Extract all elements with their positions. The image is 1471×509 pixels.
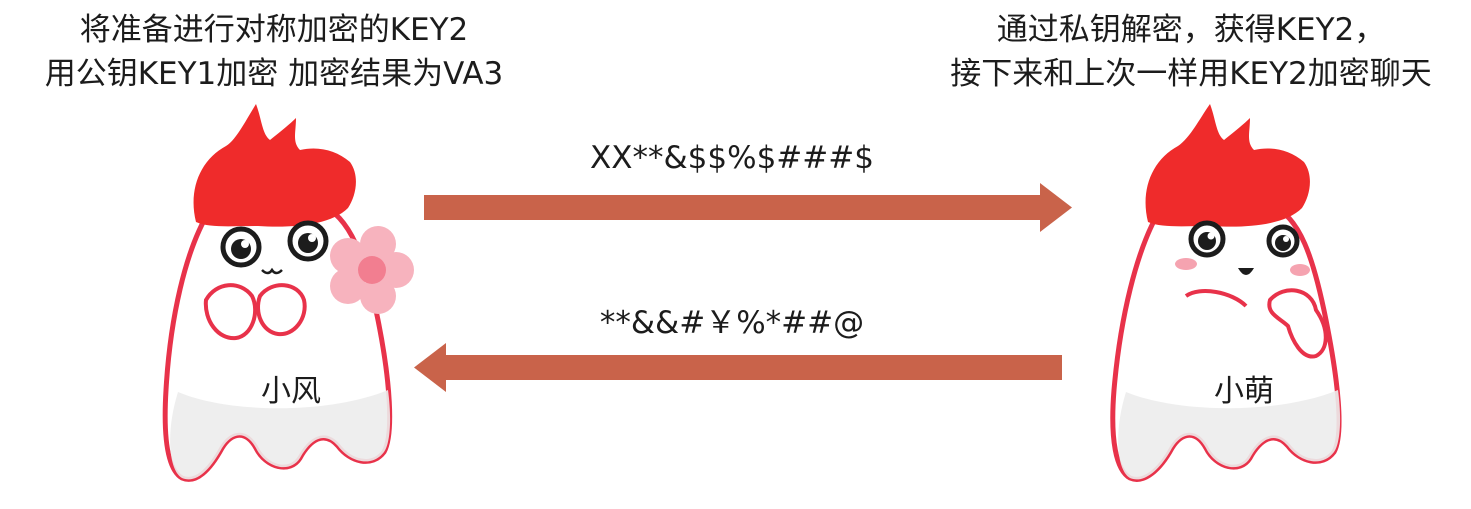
left-character-name: 小风 bbox=[261, 374, 321, 409]
right-caption-line2: 接下来和上次一样用KEY2加密聊天 bbox=[950, 56, 1432, 92]
left-caption-line2: 用公钥KEY1加密 加密结果为VA3 bbox=[44, 56, 504, 92]
right-caption-line1: 通过私钥解密，获得KEY2， bbox=[996, 12, 1386, 48]
right-caption: 通过私钥解密，获得KEY2， 接下来和上次一样用KEY2加密聊天 bbox=[911, 8, 1471, 96]
right-character-name: 小萌 bbox=[1214, 374, 1274, 409]
mascot-left-flame bbox=[193, 104, 356, 227]
arrow-to-left bbox=[414, 343, 1062, 392]
arrow-to-right bbox=[424, 183, 1072, 232]
mascot-left bbox=[162, 104, 414, 482]
left-caption: 将准备进行对称加密的KEY2 用公钥KEY1加密 加密结果为VA3 bbox=[14, 8, 534, 96]
mascot-right-flame bbox=[1145, 104, 1310, 227]
message-to-right: XX**&$$%$###$ bbox=[590, 140, 874, 176]
mascot-left-eyes bbox=[220, 220, 329, 268]
left-caption-line1: 将准备进行对称加密的KEY2 bbox=[79, 12, 469, 48]
flower-icon bbox=[330, 226, 414, 314]
mascot-right bbox=[1110, 104, 1342, 482]
mascot-right-eyes bbox=[1188, 220, 1300, 258]
message-to-left: **&&#￥%*##@ bbox=[599, 305, 865, 341]
